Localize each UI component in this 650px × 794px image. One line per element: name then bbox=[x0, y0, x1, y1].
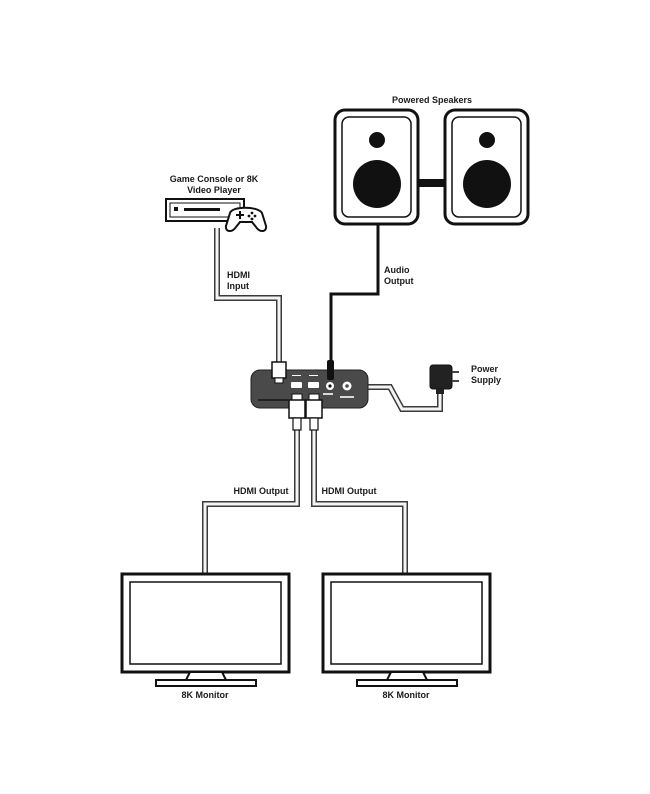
gamepad-icon bbox=[224, 206, 268, 232]
hdmi-input-label-line2: Input bbox=[227, 281, 249, 291]
speaker-left bbox=[333, 108, 420, 226]
hdmi-splitter-unit bbox=[250, 360, 369, 431]
game-console-label-line1: Game Console or 8K bbox=[170, 174, 259, 184]
monitor-right-label: 8K Monitor bbox=[383, 690, 430, 700]
power-adapter bbox=[429, 364, 459, 394]
power-jack bbox=[340, 381, 354, 398]
hdmi-out-port-2 bbox=[308, 382, 319, 388]
audio-output-label-line2: Output bbox=[384, 276, 414, 286]
hdmi-output-connector-right bbox=[305, 393, 323, 431]
speaker-right bbox=[443, 108, 530, 226]
hdmi-input-connector bbox=[271, 361, 287, 384]
hdmi-out-port-1 bbox=[291, 382, 302, 388]
speaker-link-bar bbox=[412, 179, 450, 187]
game-console-label-line2: Video Player bbox=[187, 185, 241, 195]
power-supply-label-line1: Power bbox=[471, 364, 499, 374]
audio-output-cable bbox=[329, 222, 380, 360]
hdmi-input-label-line1: HDMI bbox=[227, 270, 250, 280]
audio-output-label-line1: Audio bbox=[384, 265, 410, 275]
hdmi-output-cable-left bbox=[202, 430, 300, 574]
monitor-left-label: 8K Monitor bbox=[182, 690, 229, 700]
hdmi-input-cable bbox=[214, 228, 282, 366]
powered-speakers bbox=[333, 108, 530, 226]
powered-speakers-label: Powered Speakers bbox=[392, 95, 472, 105]
power-supply-label-line2: Supply bbox=[471, 375, 501, 385]
game-console-player bbox=[165, 198, 268, 232]
audio-jack bbox=[326, 360, 334, 390]
hdmi-output-cable-right bbox=[311, 430, 408, 574]
monitor-right bbox=[321, 572, 492, 687]
monitor-left bbox=[120, 572, 291, 687]
hdmi-output-connector-left bbox=[288, 393, 306, 431]
power-cable bbox=[356, 384, 443, 412]
hdmi-output-right-label: HDMI Output bbox=[322, 486, 377, 496]
hdmi-output-left-label: HDMI Output bbox=[234, 486, 289, 496]
